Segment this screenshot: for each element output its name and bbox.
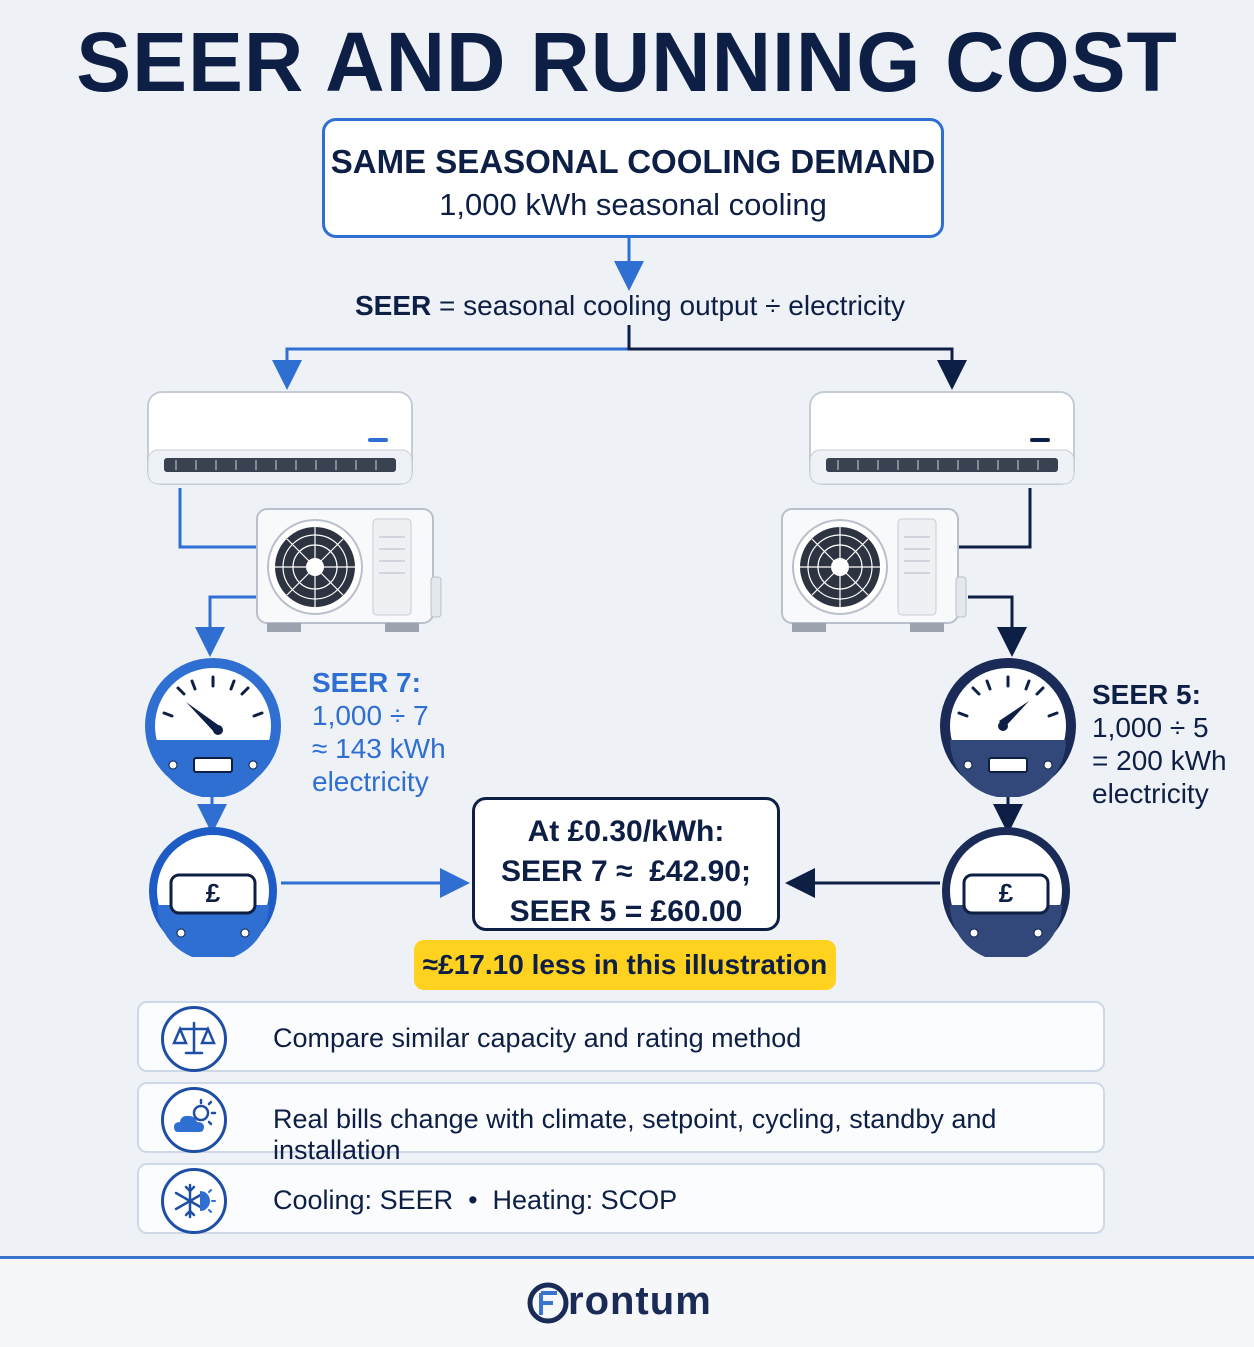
- footer: rontum: [0, 1256, 1254, 1347]
- weather-cloud-sun-icon: [161, 1087, 227, 1153]
- tip-text-cooling-heating: Cooling: SEER • Heating: SCOP: [273, 1185, 678, 1215]
- seer7-unit: electricity: [312, 766, 429, 797]
- savings-highlight: ≈£17.10 less in this illustration: [414, 940, 836, 990]
- left-indoor-outdoor-pipe: [178, 488, 262, 549]
- brand-name: rontum: [568, 1279, 712, 1323]
- left-indoor-unit-icon: [147, 391, 413, 485]
- cooling-demand-box: SAME SEASONAL COOLING DEMAND 1,000 kWh s…: [322, 118, 944, 238]
- seer7-calc: 1,000 ÷ 7: [312, 700, 429, 731]
- seer7-result: ≈ 143 kWh: [312, 733, 446, 764]
- left-electricity-meter-icon: [145, 658, 281, 797]
- page-title: SEER AND RUNNING COST: [76, 15, 1178, 109]
- right-electricity-meter-icon: [940, 658, 1076, 797]
- left-outdoor-to-meter-arrow: [195, 595, 258, 657]
- snowflake-sun-icon: [161, 1168, 227, 1234]
- formula-to-right-arrow: [627, 325, 967, 390]
- tip-text-compare: Compare similar capacity and rating meth…: [273, 1023, 802, 1053]
- left-outdoor-unit-icon: [256, 508, 442, 632]
- right-outdoor-to-meter-arrow: [968, 595, 1027, 657]
- balance-scale-icon: [161, 1006, 227, 1072]
- tip-row-real-bills: Real bills change with climate, setpoint…: [137, 1082, 1105, 1165]
- seer-formula-term: SEER: [355, 290, 432, 321]
- seer5-unit: electricity: [1092, 778, 1209, 809]
- right-outdoor-unit-icon: [781, 508, 967, 632]
- right-indoor-outdoor-pipe: [958, 488, 1032, 549]
- tip-text-real-bills: Real bills change with climate, setpoint…: [273, 1104, 997, 1165]
- seer-formula: SEER = seasonal cooling output ÷ electri…: [0, 290, 1254, 322]
- right-pound-symbol: £: [998, 878, 1014, 908]
- left-cost-meter-icon: [149, 827, 277, 957]
- right-indoor-unit-icon: [809, 391, 1075, 485]
- cost-rate: At £0.30/kWh:: [527, 815, 725, 848]
- formula-to-left-arrow: [272, 325, 631, 390]
- right-cost-meter-icon: [942, 827, 1070, 957]
- brand-logo-icon: [527, 1282, 569, 1324]
- tip-row-cooling-heating: Cooling: SEER • Heating: SCOP: [137, 1163, 1105, 1234]
- seer5-calc: 1,000 ÷ 5: [1092, 712, 1209, 743]
- tip-row-compare: Compare similar capacity and rating meth…: [137, 1001, 1105, 1072]
- cooling-demand-value: 1,000 kWh seasonal cooling: [439, 187, 827, 222]
- cooling-demand-heading: SAME SEASONAL COOLING DEMAND: [330, 143, 936, 180]
- seer7-label: SEER 7:: [312, 667, 421, 698]
- cost-seer7: SEER 7 ≈ £42.90;: [501, 855, 751, 888]
- seer5-label: SEER 5:: [1092, 679, 1201, 710]
- right-cost-meter: £: [940, 825, 1072, 957]
- seer-formula-definition: = seasonal cooling output ÷ electricity: [439, 290, 905, 321]
- cost-comparison-box: At £0.30/kWh: SEER 7 ≈ £42.90; SEER 5 = …: [472, 797, 780, 931]
- left-pound-symbol: £: [205, 878, 221, 908]
- seer5-result: = 200 kWh: [1092, 745, 1227, 776]
- seer5-calculation: SEER 5: 1,000 ÷ 5 = 200 kWh electricity: [1092, 678, 1227, 810]
- cost-seer5: SEER 5 = £60.00: [509, 895, 743, 928]
- left-cost-meter: £: [147, 825, 279, 957]
- seer7-calculation: SEER 7: 1,000 ÷ 7 ≈ 143 kWh electricity: [312, 666, 446, 798]
